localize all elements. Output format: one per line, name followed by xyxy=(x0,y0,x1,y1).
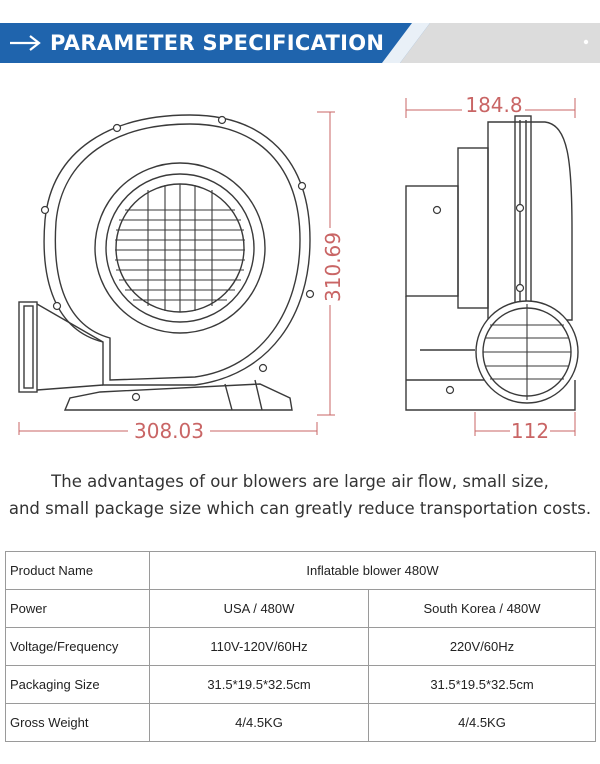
table-row: Power USA / 480W South Korea / 480W xyxy=(5,589,596,628)
row-label: Power xyxy=(5,589,150,628)
height-dimension-label: 310.69 xyxy=(321,232,345,302)
outlet-dimension-label: 112 xyxy=(511,419,549,443)
front-grille xyxy=(115,184,245,312)
table-row: Gross Weight 4/4.5KG 4/4.5KG xyxy=(5,703,596,742)
dimension-lines xyxy=(18,98,576,436)
side-grille xyxy=(483,304,571,400)
table-row: Product Name Inflatable blower 480W xyxy=(5,551,596,590)
table-row: Packaging Size 31.5*19.5*32.5cm 31.5*19.… xyxy=(5,665,596,704)
depth-dimension-label: 184.8 xyxy=(465,93,522,117)
page-title: PARAMETER SPECIFICATION xyxy=(50,31,385,55)
korea-value: South Korea / 480W xyxy=(368,589,596,628)
product-name-value: Inflatable blower 480W xyxy=(149,551,596,590)
usa-value: 31.5*19.5*32.5cm xyxy=(149,665,369,704)
description-line-2: and small package size which can greatly… xyxy=(8,499,592,518)
row-label: Voltage/Frequency xyxy=(5,627,150,666)
usa-value: USA / 480W xyxy=(149,589,369,628)
korea-value: 4/4.5KG xyxy=(368,703,596,742)
row-label: Gross Weight xyxy=(5,703,150,742)
arrow-right-icon xyxy=(8,27,42,59)
width-dimension-label: 308.03 xyxy=(134,419,204,443)
usa-value: 110V-120V/60Hz xyxy=(149,627,369,666)
korea-value: 31.5*19.5*32.5cm xyxy=(368,665,596,704)
usa-value: 4/4.5KG xyxy=(149,703,369,742)
blower-technical-drawing: 308.03 310.69 184.8 112 xyxy=(18,93,579,443)
korea-value: 220V/60Hz xyxy=(368,627,596,666)
table-row: Voltage/Frequency 110V-120V/60Hz 220V/60… xyxy=(5,627,596,666)
header-banner xyxy=(0,23,600,63)
row-label: Packaging Size xyxy=(5,665,150,704)
specification-table: Product Name Inflatable blower 480W Powe… xyxy=(5,551,596,742)
row-label: Product Name xyxy=(5,551,150,590)
description: The advantages of our blowers are large … xyxy=(0,468,600,522)
screw-dots xyxy=(40,115,525,402)
description-line-1: The advantages of our blowers are large … xyxy=(51,472,549,491)
